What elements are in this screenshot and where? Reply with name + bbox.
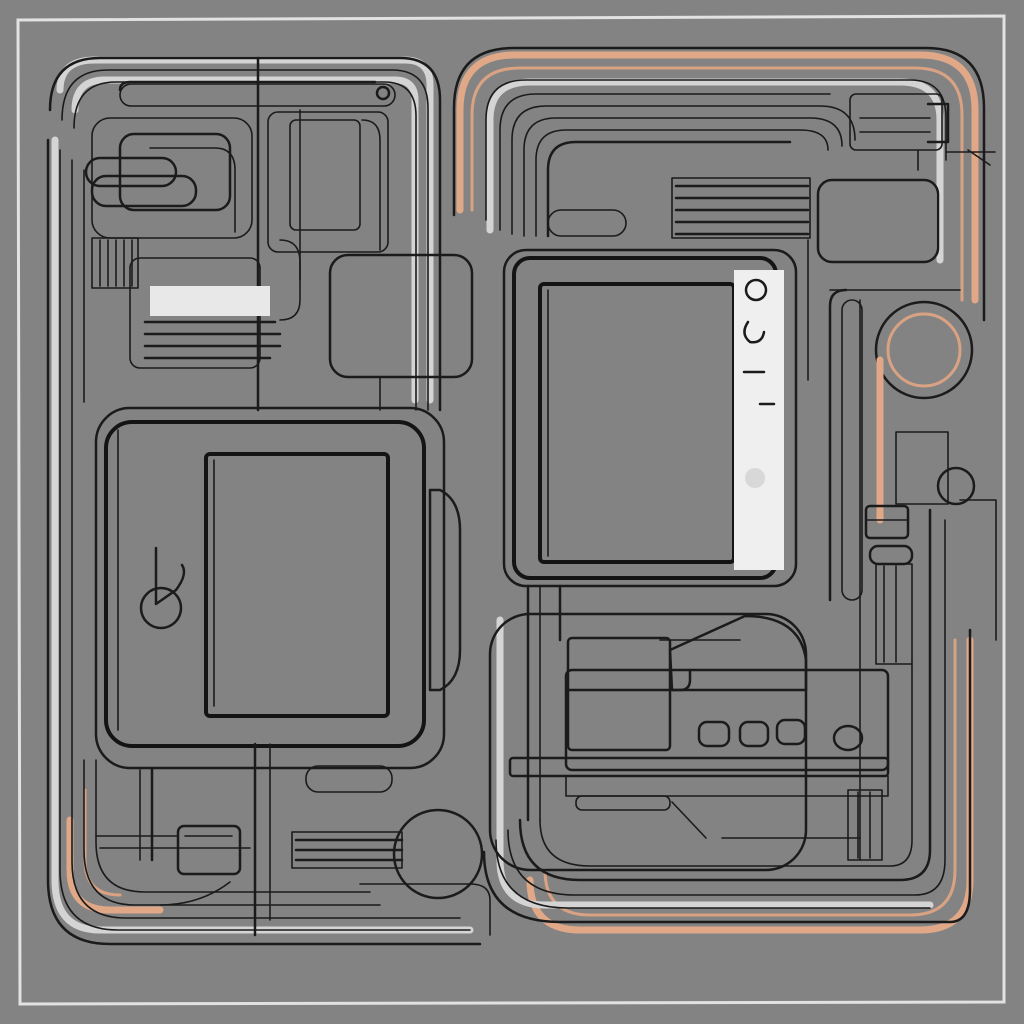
right-device-assembly <box>452 46 997 934</box>
button-row <box>697 718 864 752</box>
knob-icon <box>139 546 186 630</box>
hook-icon <box>743 320 766 344</box>
striped-connector-left <box>91 237 139 289</box>
heatsink-stripes <box>671 177 811 239</box>
striped-connector-lower <box>291 831 404 869</box>
indicator-ring-icon <box>744 278 768 302</box>
outer-frame <box>16 14 1006 1006</box>
left-device-assembly <box>46 56 491 946</box>
